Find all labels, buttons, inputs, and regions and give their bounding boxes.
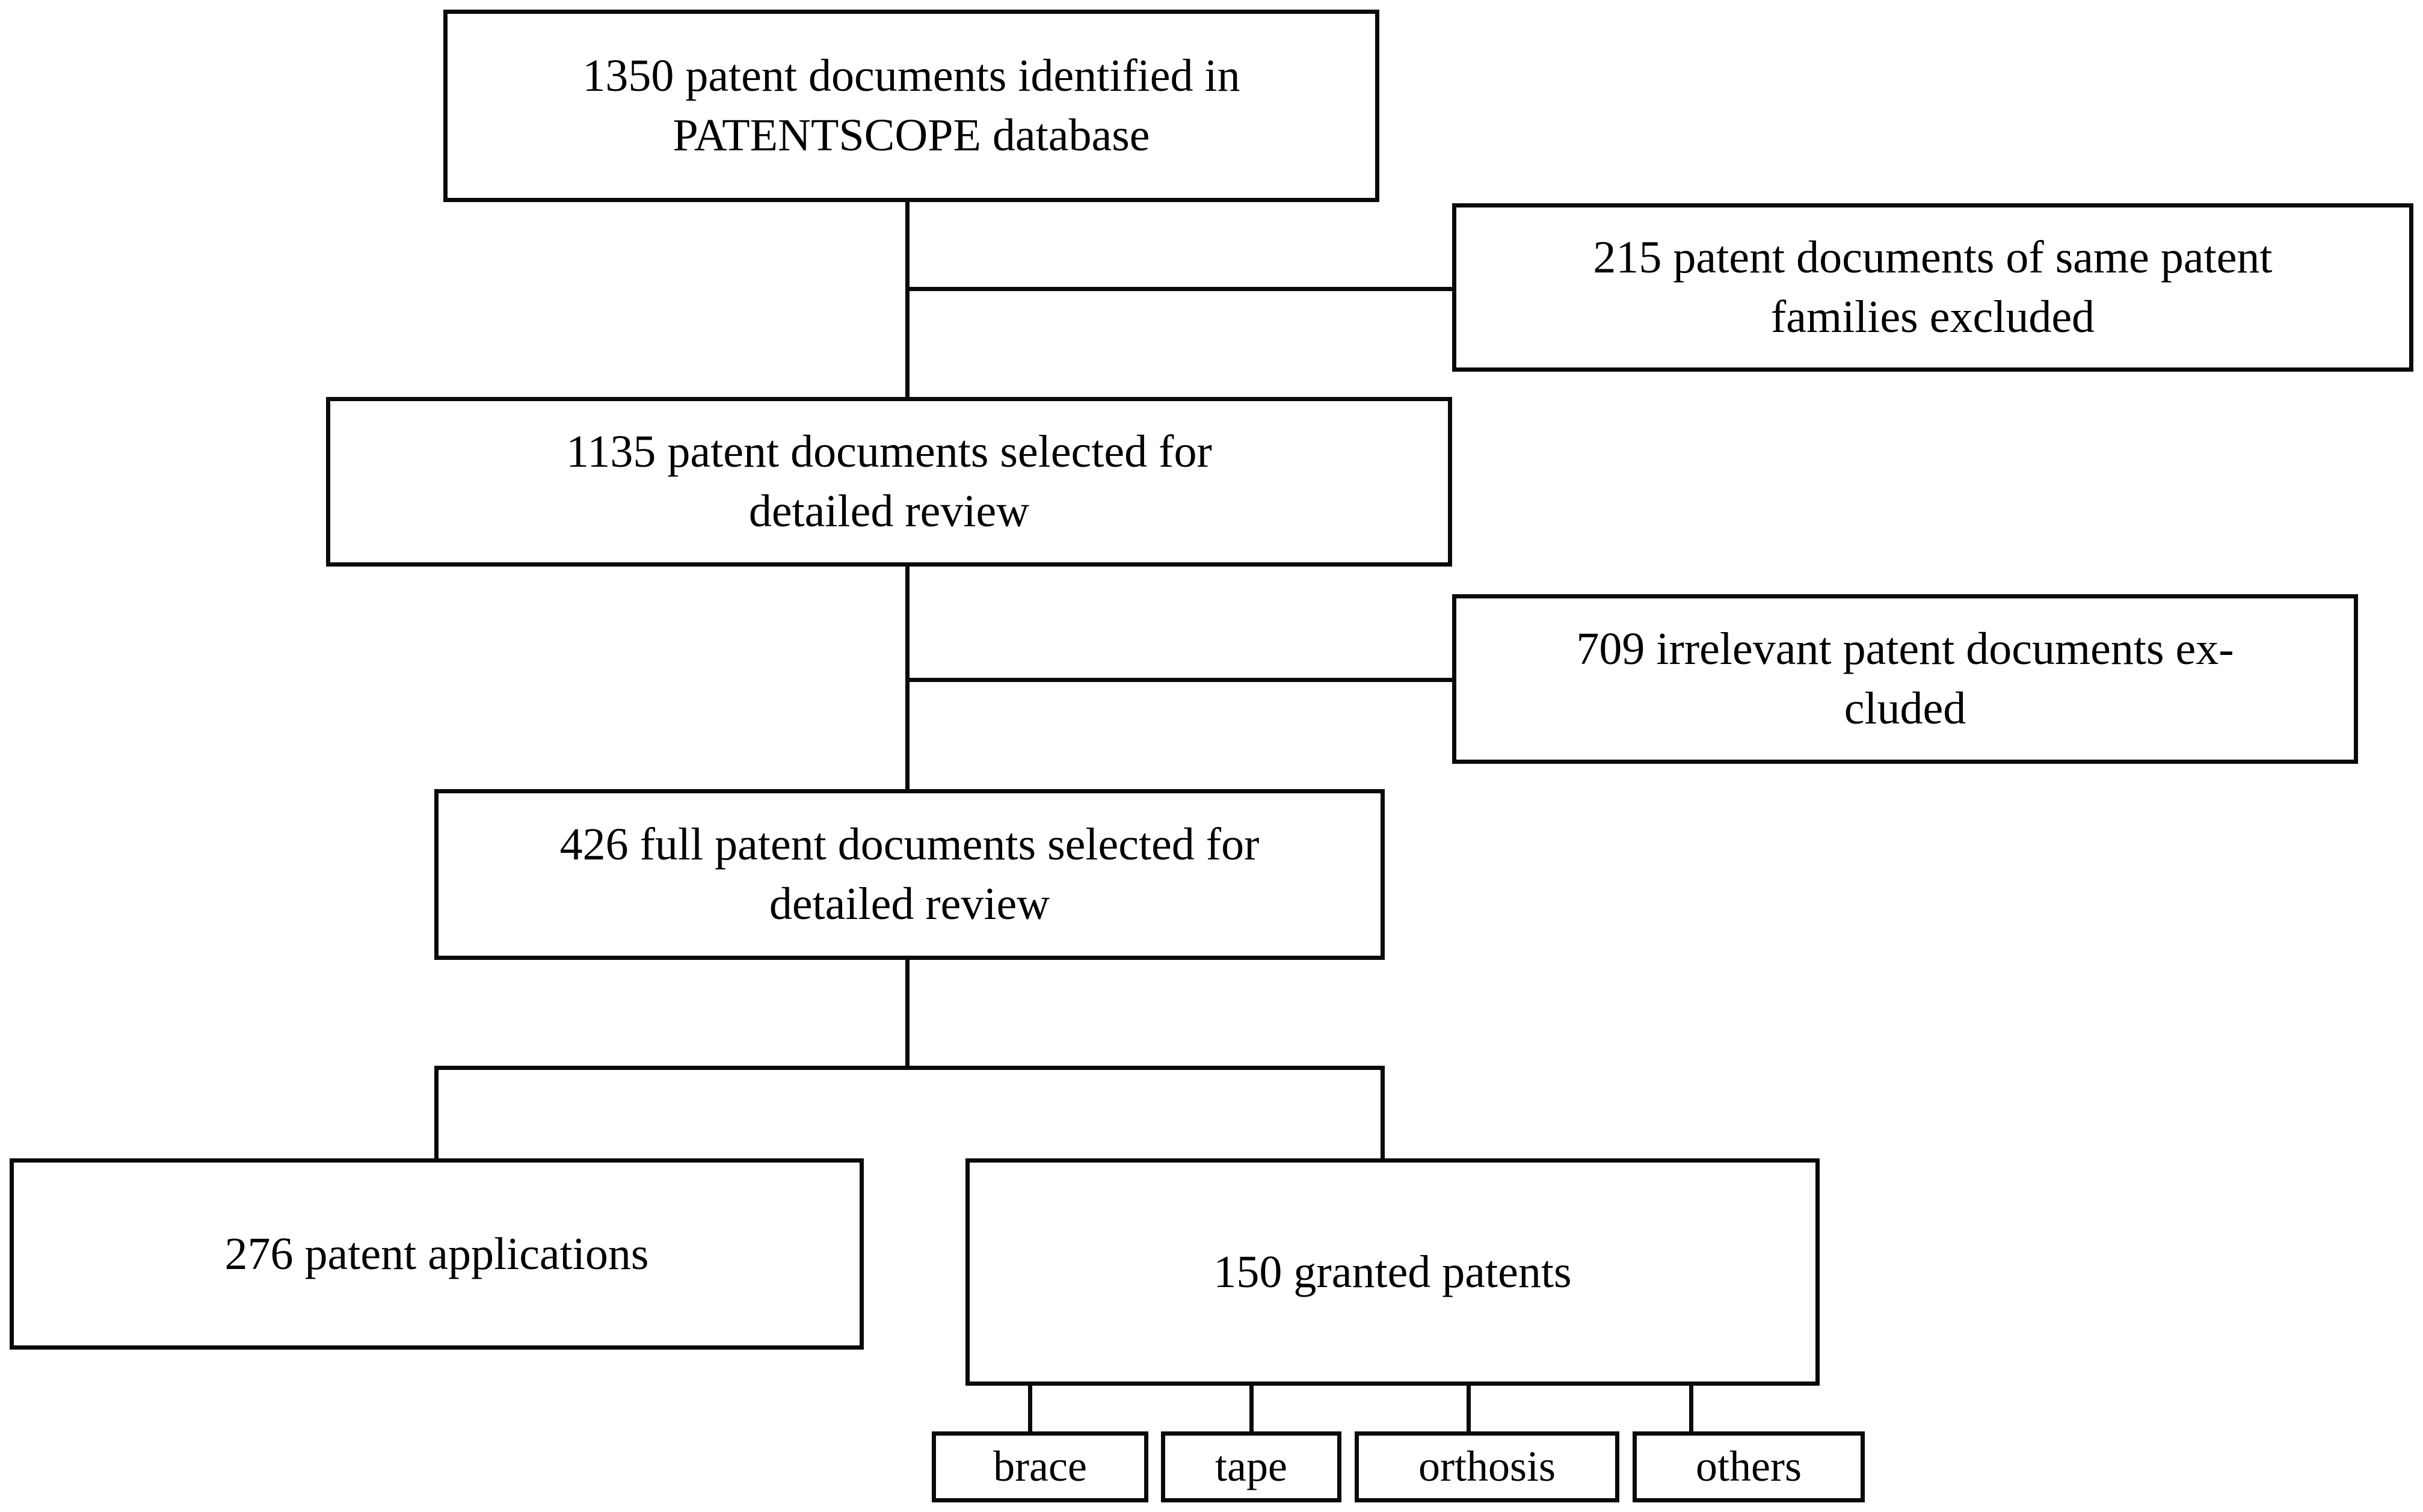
connector-full-to-split: [905, 957, 910, 1069]
node-category-brace[interactable]: brace: [932, 1431, 1148, 1502]
node-category-orthosis[interactable]: orthosis: [1355, 1431, 1619, 1502]
node-excluded-families[interactable]: 215 patent documents of same patent fami…: [1452, 203, 2413, 372]
node-category-tape[interactable]: tape: [1161, 1431, 1341, 1502]
connector-split-to-granted: [1381, 1066, 1385, 1161]
node-category-orthosis-label: orthosis: [1418, 1442, 1556, 1491]
node-applications-label: 276 patent applications: [224, 1228, 649, 1279]
node-category-tape-label: tape: [1215, 1442, 1287, 1491]
connector-granted-to-orthosis: [1467, 1382, 1471, 1434]
node-excluded-families-label: 215 patent documents of same patent fami…: [1593, 232, 2273, 342]
connector-identified-to-selected: [905, 198, 910, 403]
node-selected-review-label: 1135 patent documents selected for detai…: [566, 426, 1212, 536]
node-category-others-label: others: [1696, 1442, 1802, 1491]
connector-split-bar: [434, 1066, 1385, 1070]
connector-granted-to-tape: [1249, 1382, 1254, 1434]
node-identified-label: 1350 patent documents identified in PATE…: [582, 51, 1240, 161]
node-applications[interactable]: 276 patent applications: [10, 1158, 864, 1350]
connector-granted-to-others: [1689, 1382, 1693, 1434]
node-excluded-irrelevant-label: 709 irrelevant patent documents ex- clud…: [1576, 624, 2234, 734]
node-selected-review[interactable]: 1135 patent documents selected for detai…: [326, 397, 1452, 567]
node-category-brace-label: brace: [993, 1442, 1087, 1491]
node-identified[interactable]: 1350 patent documents identified in PATE…: [443, 10, 1379, 202]
node-granted[interactable]: 150 granted patents: [965, 1158, 1820, 1386]
node-excluded-irrelevant[interactable]: 709 irrelevant patent documents ex- clud…: [1452, 594, 2358, 764]
connector-granted-to-brace: [1028, 1382, 1032, 1434]
node-full-review-label: 426 full patent documents selected for d…: [559, 819, 1260, 929]
connector-branch-excluded-irrelevant: [905, 678, 1456, 682]
node-full-review[interactable]: 426 full patent documents selected for d…: [434, 789, 1385, 960]
connector-branch-excluded-families: [905, 287, 1456, 291]
node-granted-label: 150 granted patents: [1213, 1246, 1572, 1297]
connector-split-to-applications: [434, 1066, 439, 1161]
node-category-others[interactable]: others: [1633, 1431, 1865, 1502]
